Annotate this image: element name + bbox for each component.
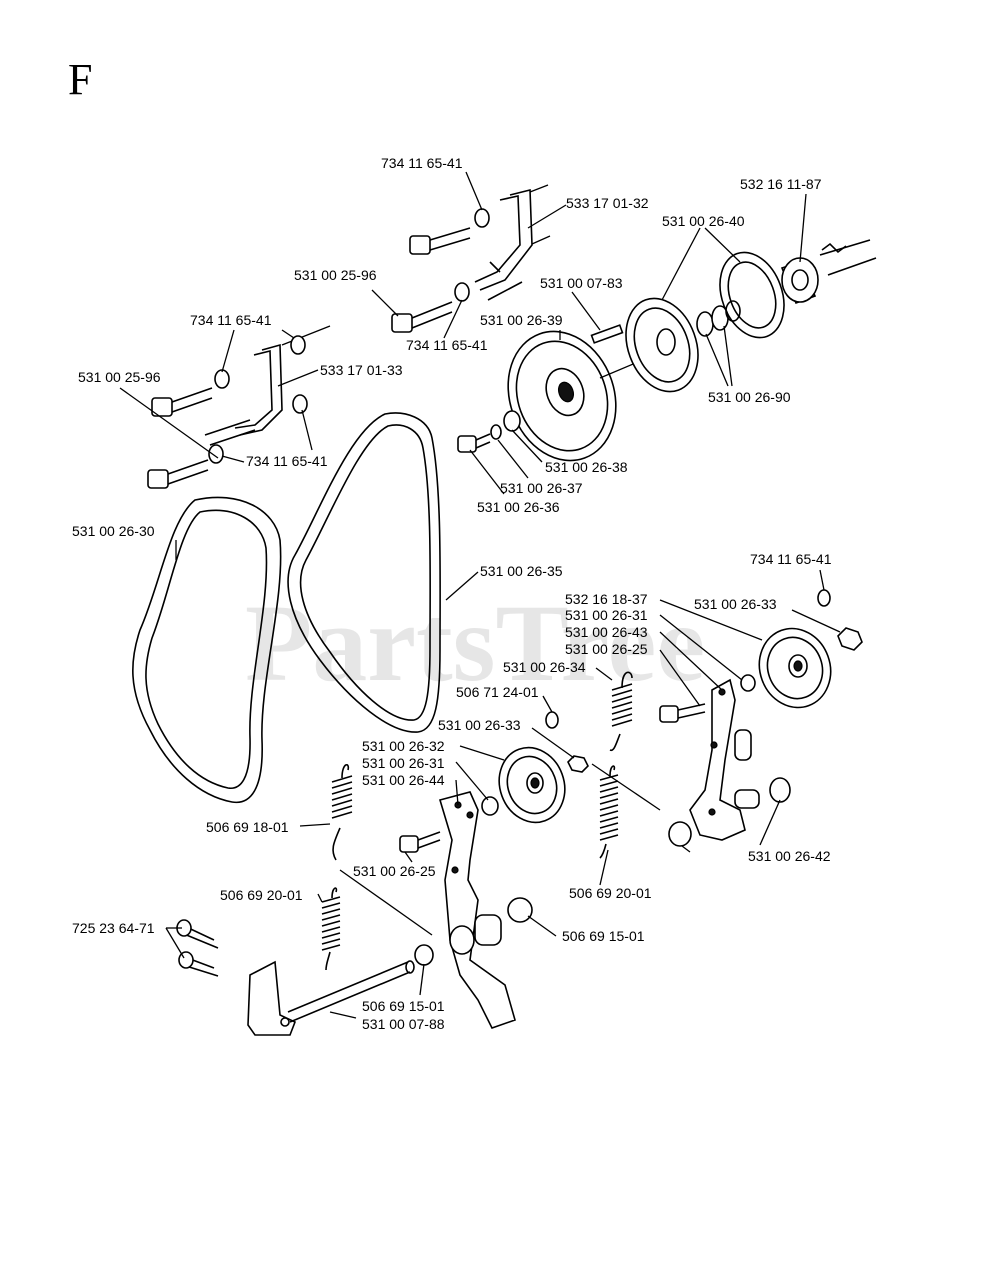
secondary-pulley-drawing — [625, 251, 785, 393]
callout-531-00-26-32: 531 00 26-32 — [362, 738, 445, 754]
callout-531-00-26-34: 531 00 26-34 — [503, 659, 586, 675]
callout-531-00-26-44: 531 00 26-44 — [362, 772, 445, 788]
callout-506-69-15-01-left: 506 69 15-01 — [362, 998, 445, 1014]
callout-532-16-11-87: 532 16 11-87 — [740, 176, 822, 192]
callout-labels: 734 11 65-41 533 17 01-32 532 16 11-87 5… — [72, 155, 832, 1032]
callout-506-69-15-01-right: 506 69 15-01 — [562, 928, 645, 944]
callout-531-00-26-33-left: 531 00 26-33 — [438, 717, 521, 733]
callout-531-00-25-96-lower: 531 00 25-96 — [78, 369, 161, 385]
main-pulley-drawing — [457, 324, 691, 462]
callout-531-00-07-83: 531 00 07-83 — [540, 275, 623, 291]
callout-725-23-64-71: 725 23 64-71 — [72, 920, 155, 936]
upper-bracket-drawing — [391, 184, 551, 333]
lower-bracket-drawing — [147, 325, 331, 489]
spring-506-69-20-01-left-drawing — [321, 887, 341, 971]
spring-531-00-26-34-drawing — [609, 671, 633, 752]
callout-533-17-01-32: 533 17 01-32 — [566, 195, 649, 211]
callout-734-11-65-41-mid: 734 11 65-41 — [406, 337, 488, 353]
callout-531-00-26-30: 531 00 26-30 — [72, 523, 155, 539]
callout-532-16-18-37: 532 16 18-37 — [565, 591, 648, 607]
callout-531-00-07-88: 531 00 07-88 — [362, 1016, 445, 1032]
callout-734-11-65-41-right: 734 11 65-41 — [750, 551, 832, 567]
callout-531-00-26-90: 531 00 26-90 — [708, 389, 791, 405]
callout-531-00-26-25-right: 531 00 26-25 — [565, 641, 648, 657]
callout-531-00-26-38: 531 00 26-38 — [545, 459, 628, 475]
callout-734-11-65-41-top: 734 11 65-41 — [381, 155, 463, 171]
callout-531-00-26-37: 531 00 26-37 — [500, 480, 583, 496]
section-letter: F — [68, 55, 92, 104]
belt-right-drawing — [287, 412, 441, 733]
callout-531-00-26-33-right: 531 00 26-33 — [694, 596, 777, 612]
callout-531-00-26-31-right: 531 00 26-31 — [565, 607, 648, 623]
callout-506-69-20-01-right: 506 69 20-01 — [569, 885, 652, 901]
callout-531-00-26-25-left: 531 00 26-25 — [353, 863, 436, 879]
leader-lines — [119, 171, 841, 1019]
hub-sleeve-drawing — [780, 239, 877, 305]
belt-left-drawing — [132, 496, 282, 804]
callout-531-00-26-40: 531 00 26-40 — [662, 213, 745, 229]
mounting-bracket-rod-drawing — [176, 919, 434, 1036]
spring-506-69-18-01-drawing — [331, 763, 353, 861]
callout-506-69-20-01-left: 506 69 20-01 — [220, 887, 303, 903]
callout-531-00-26-43: 531 00 26-43 — [565, 624, 648, 640]
watermark-text: PartsTree — [245, 582, 705, 704]
right-idler-pulley-drawing — [740, 589, 863, 709]
callout-531-00-26-42: 531 00 26-42 — [748, 848, 831, 864]
callout-506-71-24-01: 506 71 24-01 — [456, 684, 539, 700]
spring-506-69-20-01-right-drawing — [599, 765, 619, 859]
callout-734-11-65-41-left: 734 11 65-41 — [190, 312, 272, 328]
left-idler-pulley-drawing — [481, 711, 589, 824]
left-tension-arm-drawing — [399, 791, 533, 1029]
callout-531-00-26-31-left: 531 00 26-31 — [362, 755, 445, 771]
callout-531-00-26-39: 531 00 26-39 — [480, 312, 563, 328]
callout-533-17-01-33: 533 17 01-33 — [320, 362, 403, 378]
right-tension-arm-drawing — [659, 678, 791, 847]
callout-506-69-18-01: 506 69 18-01 — [206, 819, 289, 835]
callout-734-11-65-41-lower: 734 11 65-41 — [246, 453, 328, 469]
callout-531-00-26-36: 531 00 26-36 — [477, 499, 560, 515]
callout-531-00-25-96-upper: 531 00 25-96 — [294, 267, 377, 283]
callout-531-00-26-35: 531 00 26-35 — [480, 563, 563, 579]
